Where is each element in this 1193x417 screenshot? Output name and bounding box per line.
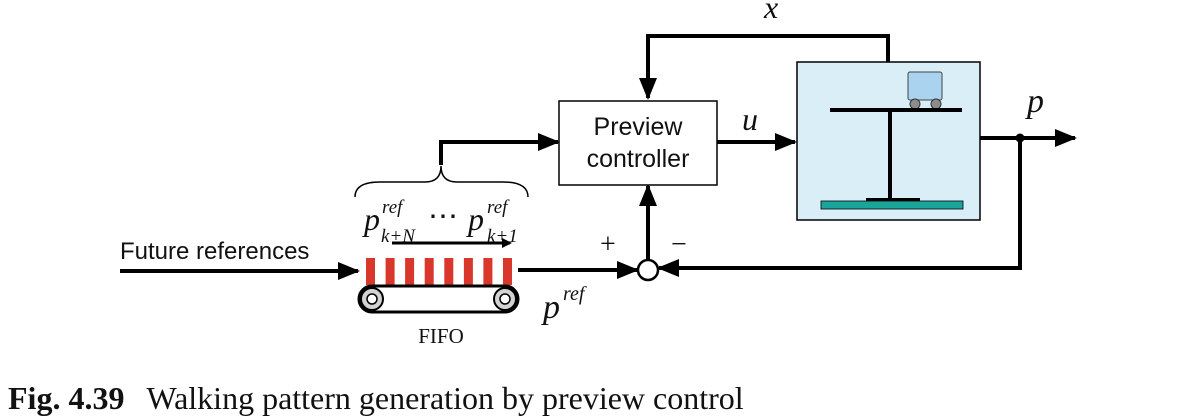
fifo-slot <box>444 258 454 285</box>
fifo-slot <box>483 258 493 285</box>
reference-sequence: p ref k+N ⋯ p ref k+1 <box>362 197 518 247</box>
fifo-slot <box>405 258 415 285</box>
state-feedback-wire <box>639 34 890 100</box>
reference-label-sup: ref <box>563 283 587 305</box>
caption-fig-label: Fig. 4.39 <box>8 380 124 416</box>
seq-end-base: p <box>466 201 484 237</box>
output-label: p <box>1025 83 1044 120</box>
fifo-slots <box>366 258 512 285</box>
seq-end-sup: ref <box>487 197 510 218</box>
conveyor-roller-left-hub <box>366 293 378 305</box>
conveyor-roller-right-hub <box>499 293 511 305</box>
seq-start-base: p <box>362 201 380 237</box>
seq-ellipsis: ⋯ <box>428 200 458 233</box>
figure-caption: Fig. 4.39 Walking pattern generation by … <box>8 380 744 416</box>
fifo-conveyor <box>357 284 520 314</box>
preview-controller-label-line1: Preview <box>594 113 684 141</box>
reference-label: p ref <box>541 283 587 326</box>
fifo-slot <box>385 258 395 285</box>
future-references-label: Future references <box>120 238 309 265</box>
preview-controller-label-line2: controller <box>587 145 690 173</box>
control-input-label: u <box>742 101 758 137</box>
fifo-slot <box>366 258 375 285</box>
reference-label-base: p <box>541 289 560 326</box>
summing-junction <box>636 258 660 282</box>
floor <box>820 200 964 210</box>
state-label: x <box>763 0 778 25</box>
conveyor-belt <box>357 284 520 314</box>
seq-start-sup: ref <box>382 197 405 218</box>
cart-body <box>907 71 943 101</box>
fifo-slot <box>463 258 473 285</box>
cart-wheel-left <box>909 98 921 110</box>
fifo-label: FIFO <box>418 324 464 348</box>
plant-block <box>796 61 981 221</box>
preview-window-brace <box>354 165 529 198</box>
fifo-slot <box>503 258 512 285</box>
minus-sign: − <box>671 229 687 260</box>
preview-controller-block <box>558 100 718 186</box>
branch-point <box>1015 133 1025 143</box>
plus-sign: + <box>600 229 616 260</box>
caption-text: Walking pattern generation by preview co… <box>146 380 743 416</box>
output-feedback-wire <box>657 138 1022 277</box>
fifo-slot <box>424 258 434 285</box>
preview-wire <box>439 133 560 165</box>
cart-wheel-right <box>930 98 942 110</box>
